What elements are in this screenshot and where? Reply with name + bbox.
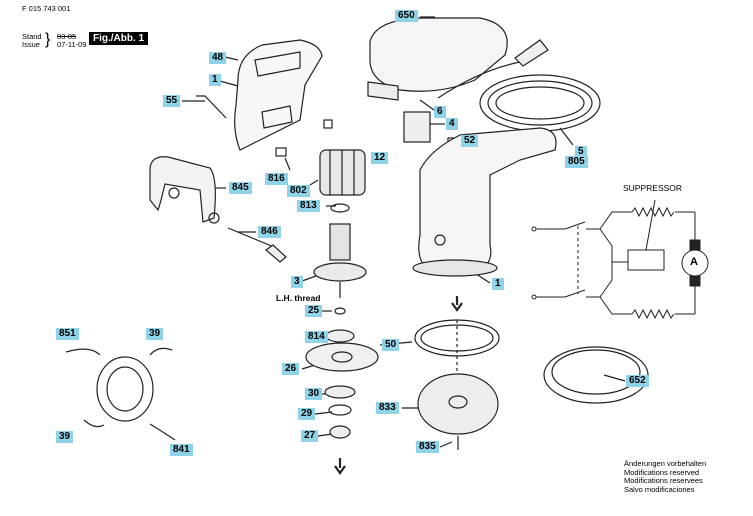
- callout-652: 652: [626, 375, 649, 387]
- suppressor-label: SUPPRESSOR: [623, 183, 683, 193]
- note-line: Salvo modificaciones: [624, 484, 695, 494]
- callout-26: 26: [282, 363, 300, 375]
- callout-833: 833: [376, 402, 399, 414]
- thread-note: L.H. thread: [276, 293, 321, 303]
- callout-1-sander: 1: [492, 278, 504, 290]
- callout-6: 6: [434, 106, 446, 118]
- callout-39-bottom: 39: [56, 431, 74, 443]
- callout-650: 650: [395, 10, 418, 22]
- modification-notes: Änderungen vorbehalten Modifications res…: [624, 459, 707, 494]
- note-line: Modifications reserved: [624, 467, 700, 477]
- brace-glyph: }: [45, 31, 51, 48]
- part-number: F 015 743 001: [22, 4, 71, 13]
- revision-struck: 03-05: [57, 32, 77, 41]
- figure-label: Fig./Abb. 1: [89, 32, 149, 45]
- callout-50: 50: [382, 339, 400, 351]
- callout-813: 813: [297, 200, 320, 212]
- callout-12: 12: [371, 152, 389, 164]
- issue-date: 07-11-09: [57, 40, 87, 49]
- callout-25: 25: [305, 305, 323, 317]
- stand-label: Stand: [22, 32, 42, 41]
- callout-805: 805: [565, 156, 588, 168]
- callout-851: 851: [56, 328, 79, 340]
- issue-label: Issue: [22, 40, 40, 49]
- callout-846: 846: [258, 226, 281, 238]
- callout-27: 27: [301, 430, 319, 442]
- note-line: Modifications reservees: [624, 476, 703, 486]
- callout-39-top: 39: [146, 328, 164, 340]
- callout-841: 841: [170, 444, 193, 456]
- callout-55: 55: [163, 95, 181, 107]
- callout-48: 48: [209, 52, 227, 64]
- callout-4: 4: [446, 118, 458, 130]
- motor-symbol-label: A: [690, 256, 698, 268]
- callout-816: 816: [265, 173, 288, 185]
- callout-30: 30: [305, 388, 323, 400]
- callout-835: 835: [416, 441, 439, 453]
- callout-52: 52: [461, 135, 479, 147]
- callout-3: 3: [291, 276, 303, 288]
- callout-845: 845: [229, 182, 252, 194]
- callout-814: 814: [305, 331, 328, 343]
- note-line: Änderungen vorbehalten: [624, 459, 707, 468]
- callout-5: 5: [575, 146, 587, 158]
- callout-29: 29: [298, 408, 316, 420]
- callout-802: 802: [287, 185, 310, 197]
- callout-1-housing: 1: [209, 74, 221, 86]
